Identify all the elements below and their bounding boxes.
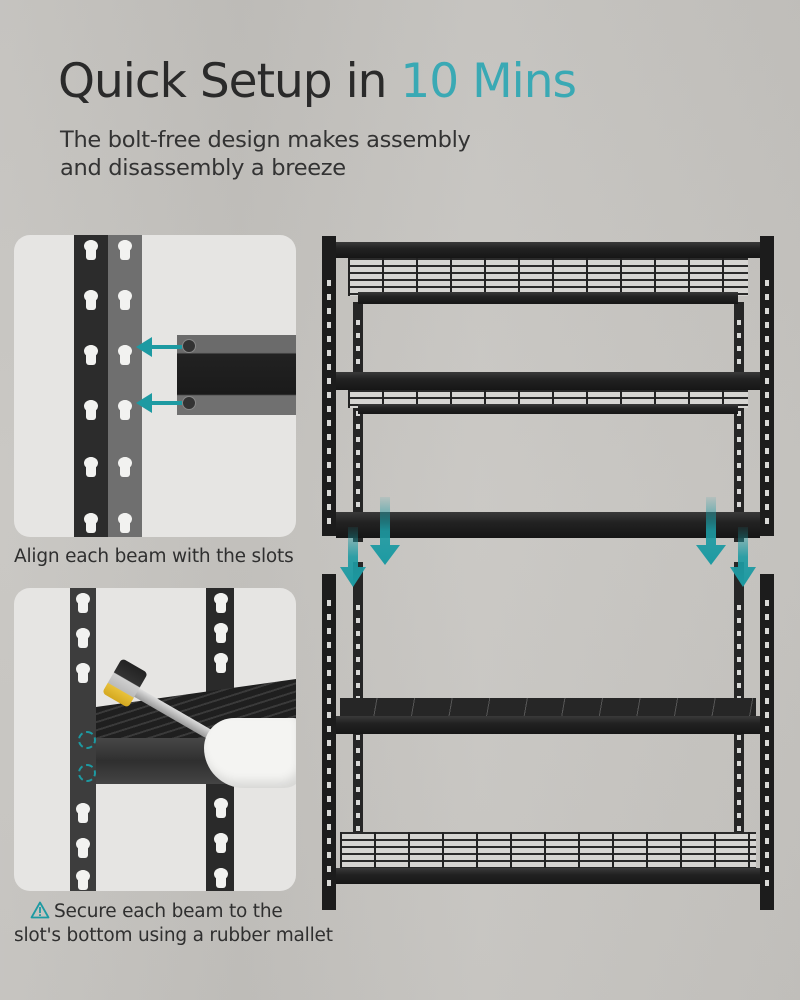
- subtitle-line-2: and disassembly a breeze: [60, 155, 346, 181]
- step-2-caption: Secure each beam to the slot's bottom us…: [14, 900, 333, 948]
- step-2-caption-line-1: Secure each beam to the: [54, 901, 283, 922]
- headline: Quick Setup in 10 Mins: [58, 58, 577, 105]
- upright-post-dark: [74, 235, 108, 537]
- arrow-left-icon: [136, 337, 182, 413]
- beam-pin-bottom: [182, 396, 196, 410]
- shelving-unit-image: [318, 232, 778, 912]
- headline-accent: 10 Mins: [400, 54, 577, 109]
- warning-triangle-icon: [30, 901, 50, 919]
- step-1-caption: Align each beam with the slots: [14, 546, 294, 567]
- step-2-caption-line-2: slot's bottom using a rubber mallet: [14, 925, 333, 946]
- rotate-indicator-bottom: [78, 764, 96, 782]
- headline-prefix: Quick Setup in: [58, 54, 401, 109]
- beam-end: [177, 335, 296, 415]
- rotate-indicator-top: [78, 731, 96, 749]
- upright-post-gray: [108, 235, 142, 537]
- subtitle-line-1: The bolt-free design makes assembly: [60, 127, 471, 153]
- subtitle: The bolt-free design makes assembly and …: [60, 126, 471, 182]
- down-arrows-icon: [340, 497, 756, 587]
- rubber-mallet-image: [14, 588, 296, 891]
- beam-alignment-image: [14, 235, 296, 537]
- beam-pin-top: [182, 339, 196, 353]
- gloved-hand: [204, 718, 296, 788]
